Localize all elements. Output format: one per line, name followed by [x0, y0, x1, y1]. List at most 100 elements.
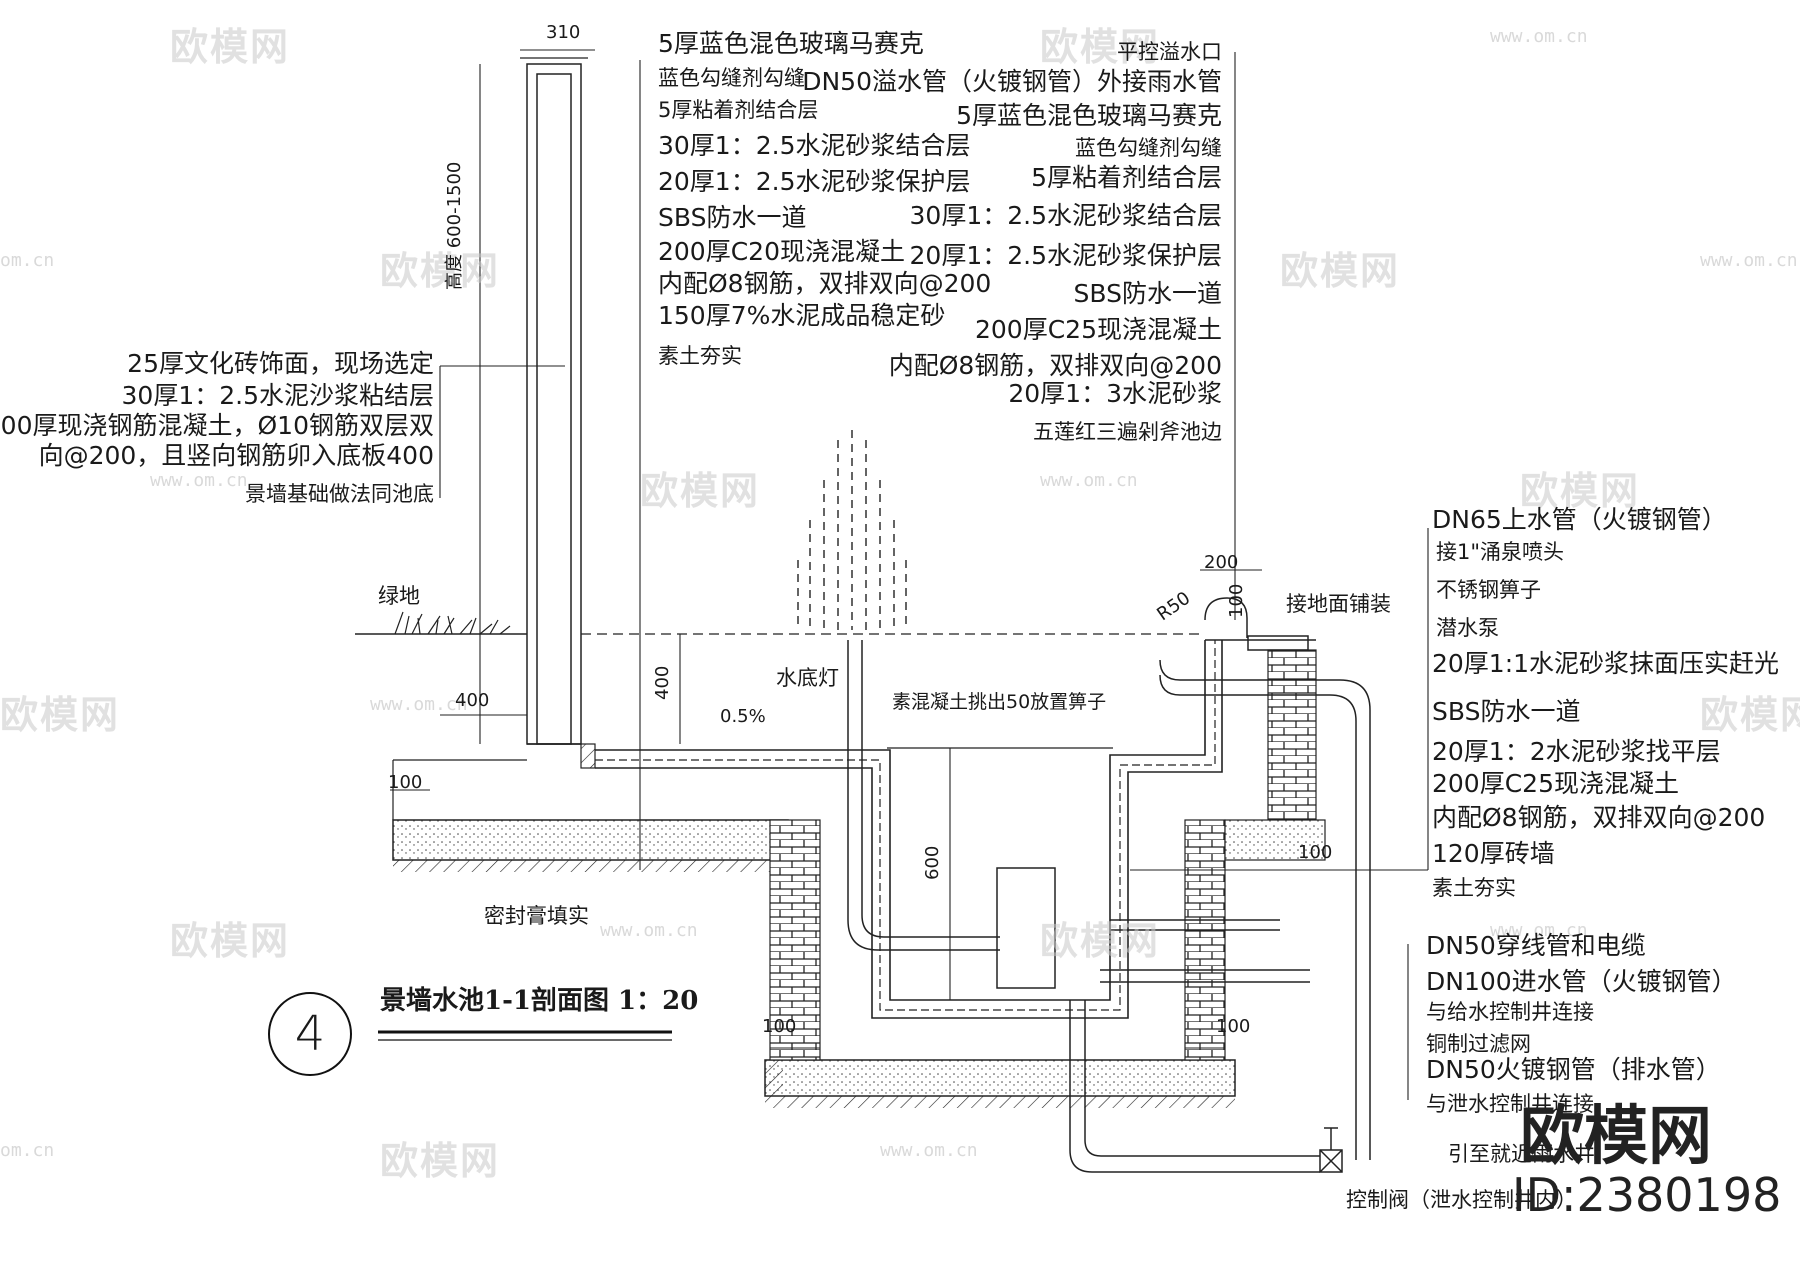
watermark-url: www.om.cn [1490, 920, 1588, 941]
dim-600: 600 [922, 845, 943, 880]
label-mortar-1-3: 20厚1：3水泥砂浆 [1008, 379, 1222, 408]
watermark: 欧模网 [170, 25, 291, 69]
label-concrete-c25-r: 200厚C25现浇混凝土 [975, 315, 1222, 344]
landscape-wall [520, 57, 588, 745]
dim-200: 200 [1204, 552, 1239, 573]
label-wall-mortar: 30厚1：2.5水泥沙浆粘结层 [121, 381, 434, 410]
leader-lines [439, 52, 1429, 1100]
watermark-url: www.om.cn [600, 920, 698, 941]
label-inlet-pipe: DN100进水管（火镀钢管） [1426, 967, 1737, 996]
label-sbs-right: SBS防水一道 [1432, 697, 1581, 726]
dimension-lines [390, 49, 1325, 1049]
label-wall-foundation: 景墙基础做法同池底 [245, 482, 434, 506]
watermark: 欧模网 [1040, 919, 1161, 963]
label-supply-well: 与给水控制井连接 [1426, 1000, 1594, 1024]
watermark-url: www.om.cn [1040, 470, 1138, 491]
label-conduit: DN50穿线管和电缆 [1426, 931, 1646, 960]
section-number-circle: 4 [268, 992, 352, 1076]
label-sealant: 密封膏填实 [484, 904, 589, 928]
label-drain-to: 引至就近雨水井 [1448, 1142, 1595, 1166]
label-mosaic-r: 5厚蓝色混色玻璃马赛克 [956, 101, 1222, 130]
fountain-spray [797, 430, 907, 630]
grass-symbol [394, 611, 511, 635]
label-paving: 接地面铺装 [1286, 592, 1391, 616]
label-grate: 不锈钢箅子 [1436, 578, 1541, 602]
watermark: 欧模网 [0, 693, 121, 737]
dim-100-pit-left: 100 [762, 1016, 797, 1037]
label-green-land: 绿地 [378, 584, 420, 608]
label-soil-right: 素土夯实 [1432, 876, 1516, 900]
label-nozzle: 接1"涌泉喷头 [1436, 540, 1565, 564]
watermark: 欧模网 [380, 249, 501, 293]
label-pump: 潜水泵 [1436, 616, 1499, 640]
label-filter: 铜制过滤网 [1426, 1032, 1531, 1056]
wall-foundation [392, 759, 789, 872]
label-mortar-protect-r: 20厚1：2.5水泥砂浆保护层 [909, 241, 1222, 270]
label-adhesive-r: 5厚粘着剂结合层 [1031, 163, 1222, 192]
label-rebar-right: 内配Ø8钢筋，双排双向@200 [1432, 803, 1766, 832]
label-drain-pipe: DN50火镀钢管（排水管） [1426, 1055, 1721, 1084]
label-mortar-protect: 20厚1：2.5水泥砂浆保护层 [658, 167, 971, 196]
dim-400-left: 400 [455, 690, 490, 711]
watermark: 欧模网 [170, 919, 291, 963]
brick-walls [769, 649, 1326, 1061]
label-mortar-bond-r: 30厚1：2.5水泥砂浆结合层 [909, 201, 1222, 230]
label-adhesive: 5厚粘着剂结合层 [658, 98, 819, 122]
dim-400-water: 400 [652, 665, 673, 700]
pool-basin [580, 640, 1223, 1019]
watermark-url: www.om.cn [150, 470, 248, 491]
label-concrete-c20: 200厚C20现浇混凝土 [658, 237, 905, 266]
watermark-url: om.cn [0, 1140, 55, 1161]
watermark: 欧模网 [1700, 693, 1800, 737]
label-control-valve: 控制阀（泄水控制井内） [1346, 1188, 1577, 1212]
watermark: 欧模网 [640, 469, 761, 513]
dim-100-pit-right: 100 [1216, 1016, 1251, 1037]
control-valve-symbol [1319, 1127, 1343, 1173]
label-compacted-soil: 素土夯实 [658, 344, 742, 368]
watermark-url: www.om.cn [1700, 250, 1798, 271]
label-overflow-outlet: 平控溢水口 [1117, 40, 1222, 64]
watermark: 欧模网 [1520, 469, 1641, 513]
label-sbs: SBS防水一道 [658, 203, 807, 232]
label-wall-concrete: 200厚现浇钢筋混凝土，Ø10钢筋双层双 [0, 411, 434, 440]
label-rebar-r: 内配Ø8钢筋，双排双向@200 [888, 351, 1222, 380]
dim-100-left: 100 [388, 772, 423, 793]
label-mosaic: 5厚蓝色混色玻璃马赛克 [658, 29, 924, 58]
label-leveling: 20厚1：2水泥砂浆找平层 [1432, 737, 1721, 766]
title-underline [378, 1030, 672, 1041]
label-overflow-pipe: DN50溢水管（火镀钢管）外接雨水管 [802, 67, 1222, 96]
watermark-url: www.om.cn [880, 1140, 978, 1161]
image-id: ID:2380198 [1512, 1168, 1782, 1222]
label-pit-ledge: 素混凝土挑出50放置箅子 [892, 691, 1107, 713]
label-mortar-finish: 20厚1:1水泥砂浆抹面压实赶光 [1432, 649, 1780, 678]
dim-slope: 0.5% [720, 706, 766, 727]
label-grout-r: 蓝色勾缝剂勾缝 [1075, 136, 1222, 160]
label-brick-wall: 120厚砖墙 [1432, 839, 1555, 868]
watermark: 欧模网 [1280, 249, 1401, 293]
label-concrete-c25-right: 200厚C25现浇混凝土 [1432, 769, 1679, 798]
drawing-title: 景墙水池1-1剖面图 1：20 [380, 986, 699, 1016]
watermark-url: www.om.cn [370, 694, 468, 715]
coping [1204, 597, 1316, 651]
dim-100-brick: 100 [1298, 842, 1333, 863]
label-rebar: 内配Ø8钢筋，双排双向@200 [658, 269, 992, 298]
watermark-url: www.om.cn [1490, 26, 1588, 47]
dim-height: 高度 600-1500 [444, 161, 465, 290]
pit-slab [764, 1059, 1236, 1108]
label-sbs-r: SBS防水一道 [1073, 279, 1222, 308]
label-grout: 蓝色勾缝剂勾缝 [658, 66, 805, 90]
watermark: 欧模网 [380, 1139, 501, 1183]
watermark: 欧模网 [1040, 25, 1161, 69]
label-pool-edge: 五莲红三遍剁斧池边 [1033, 420, 1222, 444]
watermark-url: om.cn [0, 250, 55, 271]
label-stable-sand: 150厚7%水泥成品稳定砂 [658, 301, 946, 330]
dim-310: 310 [546, 22, 581, 43]
label-wall-rebar: 向@200，且竖向钢筋卯入底板400 [38, 441, 434, 470]
dim-100-coping: 100 [1226, 583, 1247, 618]
label-mortar-bond: 30厚1：2.5水泥砂浆结合层 [658, 131, 971, 160]
pipes [847, 640, 1371, 1173]
brand-logo-text: 欧模网 [1520, 1100, 1712, 1174]
label-culture-brick: 25厚文化砖饰面，现场选定 [127, 349, 434, 378]
